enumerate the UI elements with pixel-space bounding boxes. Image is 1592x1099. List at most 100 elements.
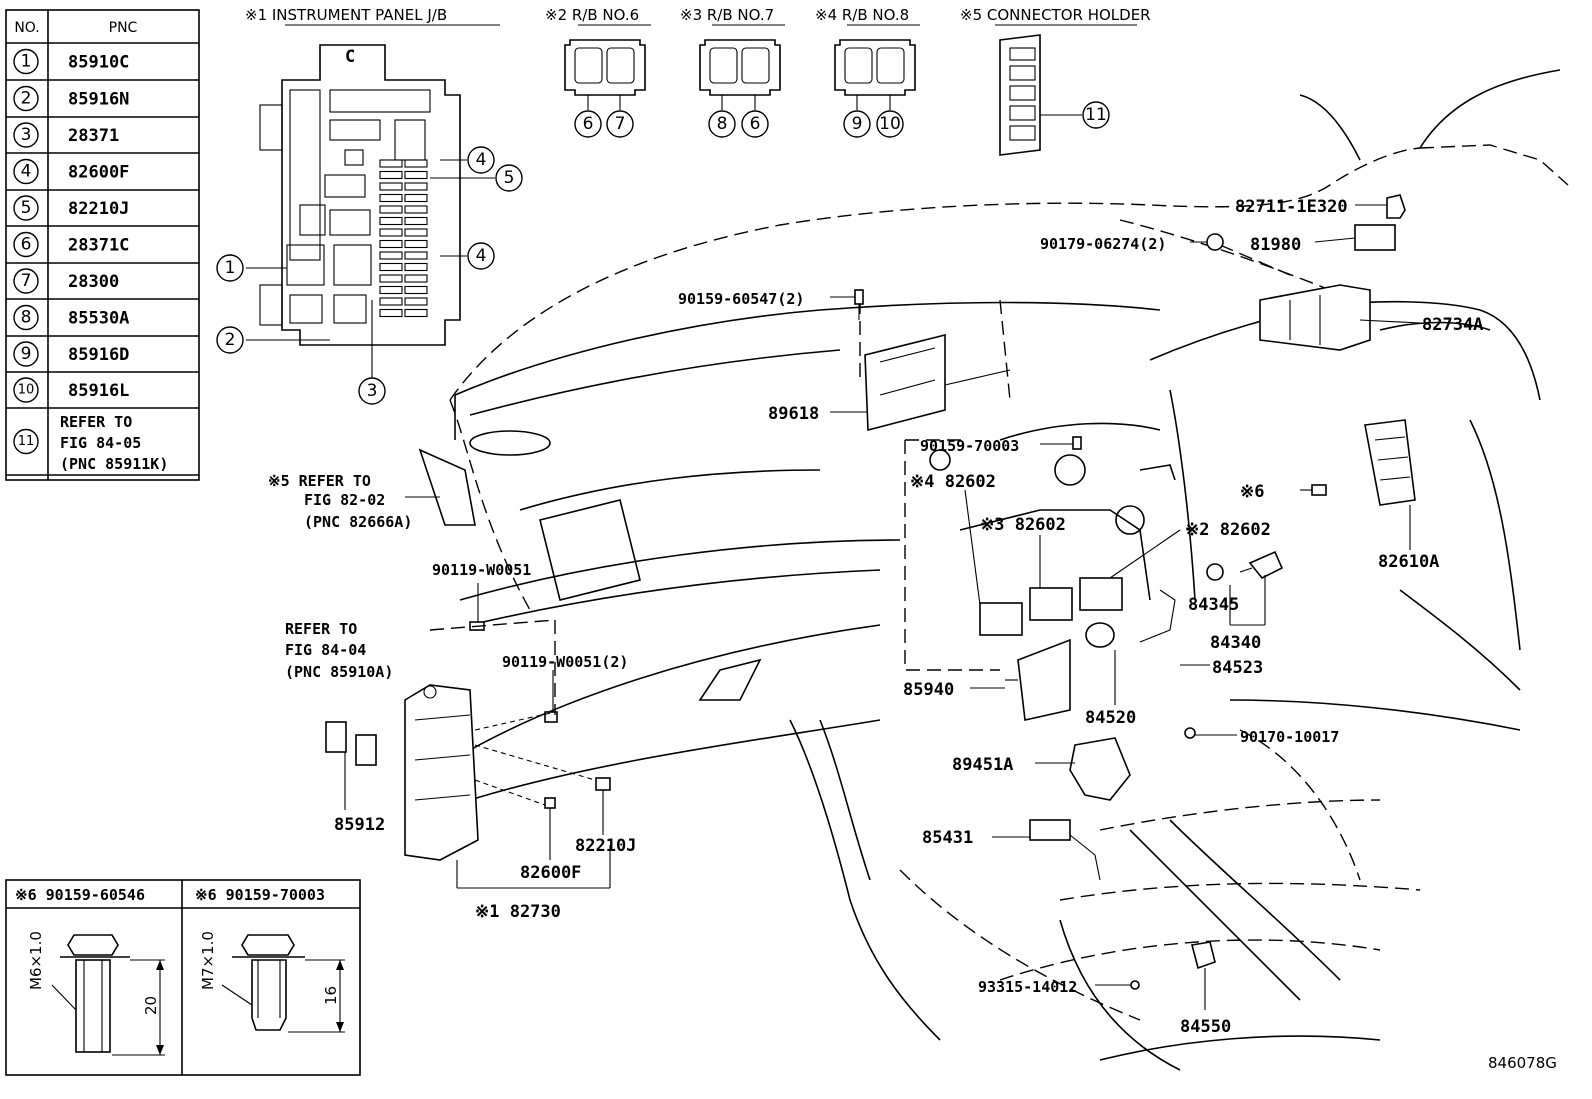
ref84-line3: (PNC 85910A) bbox=[285, 663, 393, 681]
pnc-row-number: 7 bbox=[21, 271, 32, 291]
instrument-panel-jb-drawing: C bbox=[259, 44, 461, 346]
label-90119-W0051: 90119-W0051 bbox=[432, 561, 531, 579]
pnc-row-code: 85910C bbox=[68, 53, 129, 73]
pnc-row-code: 28371 bbox=[68, 126, 119, 146]
label-90179-06274: 90179-06274(2) bbox=[1040, 235, 1166, 253]
label-85431: 85431 bbox=[922, 828, 973, 848]
pnc-row-code: 28371C bbox=[68, 236, 129, 256]
label-82602-rb7: ※3 82602 bbox=[980, 515, 1066, 535]
label-85912: 85912 bbox=[334, 815, 385, 835]
bolt1-thread: M6×1.0 bbox=[27, 931, 45, 990]
header-instrument-panel-jb: ※1 INSTRUMENT PANEL J/B bbox=[245, 6, 447, 24]
label-90119-W0051-2: 90119-W0051(2) bbox=[502, 653, 628, 671]
pnc-row-number: 1 bbox=[21, 52, 32, 72]
label-93315-14012: 93315-14012 bbox=[978, 978, 1077, 996]
callout-2: 2 bbox=[225, 330, 236, 350]
header-rb-no6: ※2 R/B NO.6 bbox=[545, 6, 639, 24]
ref5-line2: FIG 82-02 bbox=[304, 491, 385, 509]
pnc-row-number: 6 bbox=[21, 235, 32, 255]
label-90170-10017: 90170-10017 bbox=[1240, 728, 1339, 746]
pnc-row-number-circle bbox=[13, 341, 39, 367]
callout-3: 3 bbox=[367, 381, 378, 401]
label-82610A: 82610A bbox=[1378, 552, 1439, 572]
table-header-pnc: PNC bbox=[109, 20, 138, 36]
bolt2-thread: M7×1.0 bbox=[199, 931, 217, 990]
pnc-row-number-circle bbox=[13, 377, 39, 403]
rb-no7-drawing bbox=[699, 39, 781, 110]
label-84523: 84523 bbox=[1212, 658, 1263, 678]
pnc-row-number-circle bbox=[13, 85, 39, 112]
bolt1-length: 20 bbox=[142, 996, 160, 1015]
jb-letter: C bbox=[345, 47, 355, 67]
label-leaders bbox=[344, 204, 1421, 1010]
ref5-line1: ※5 REFER TO bbox=[268, 472, 371, 490]
dashboard-outline bbox=[449, 69, 1569, 1071]
pnc-row-number-circle bbox=[13, 122, 39, 148]
figure-id: 846078G bbox=[1488, 1054, 1557, 1072]
pnc-row-code: (PNC 85911K) bbox=[60, 455, 168, 473]
ref84-line2: FIG 84-04 bbox=[285, 641, 366, 659]
label-89618: 89618 bbox=[768, 404, 819, 424]
pnc-row-code: 85916N bbox=[68, 90, 129, 110]
pnc-row-number: 9 bbox=[21, 344, 32, 364]
label-90159-70003: 90159-70003 bbox=[920, 437, 1019, 455]
label-81980: 81980 bbox=[1250, 235, 1301, 255]
pnc-row-code: 85916L bbox=[68, 381, 129, 401]
callout-rb7-8: 8 bbox=[717, 114, 728, 134]
pnc-row-number: 8 bbox=[21, 308, 32, 328]
label-82600F: 82600F bbox=[520, 863, 581, 883]
callout-rb7-6: 6 bbox=[750, 114, 761, 134]
bolt1-title: ※6 90159-60546 bbox=[15, 886, 145, 904]
pnc-row-number: 2 bbox=[21, 89, 32, 109]
callout-4a: 4 bbox=[476, 150, 487, 170]
callout-1: 1 bbox=[225, 258, 236, 278]
callout-5: 5 bbox=[504, 168, 515, 188]
label-82602-rb8: ※4 82602 bbox=[910, 472, 996, 492]
pnc-row-code: 85916D bbox=[68, 345, 129, 365]
callout-11: 11 bbox=[1085, 105, 1107, 125]
bolt-spec-table: ※6 90159-60546 ※6 90159-70003 M6×1.0 20 … bbox=[5, 879, 361, 1076]
rb-no6-drawing bbox=[564, 39, 646, 110]
callout-4b: 4 bbox=[476, 246, 487, 266]
label-82602-rb6: ※2 82602 bbox=[1185, 520, 1271, 540]
label-82734A: 82734A bbox=[1422, 315, 1483, 335]
label-90159-60547: 90159-60547(2) bbox=[678, 290, 804, 308]
pnc-row-number: 10 bbox=[18, 383, 35, 398]
pnc-row-number-circle bbox=[13, 48, 39, 75]
table-header-no: NO. bbox=[14, 20, 39, 36]
bolt2-length: 16 bbox=[322, 986, 340, 1005]
label-82210J: 82210J bbox=[575, 836, 636, 856]
pnc-row-number-circle bbox=[13, 231, 39, 258]
pnc-row-code: REFER TO bbox=[60, 413, 132, 431]
pnc-row-code: 82210J bbox=[68, 199, 129, 219]
callout-rb8-9: 9 bbox=[852, 114, 863, 134]
callout-rb6-7: 7 bbox=[615, 114, 626, 134]
pnc-row-number-circle bbox=[13, 158, 39, 185]
pnc-row-number: 3 bbox=[21, 125, 32, 145]
pnc-row-code: 82600F bbox=[68, 163, 129, 183]
label-89451A: 89451A bbox=[952, 755, 1013, 775]
label-84520: 84520 bbox=[1085, 708, 1136, 728]
pnc-row-number-circle bbox=[13, 195, 39, 221]
label-84340: 84340 bbox=[1210, 633, 1261, 653]
label-85940: 85940 bbox=[903, 680, 954, 700]
connector-holder-drawing bbox=[999, 34, 1082, 156]
pnc-row-code: 85530A bbox=[68, 309, 129, 329]
pnc-row-number: 5 bbox=[21, 198, 32, 218]
header-connector-holder: ※5 CONNECTOR HOLDER bbox=[960, 6, 1151, 24]
part-labels: 82711-1E320 90179-06274(2) 81980 82734A … bbox=[268, 197, 1557, 1072]
bolt2-title: ※6 90159-70003 bbox=[195, 886, 325, 904]
pnc-row-number: 11 bbox=[18, 434, 35, 449]
header-rb-no7: ※3 R/B NO.7 bbox=[680, 6, 774, 24]
ref84-line1: REFER TO bbox=[285, 620, 357, 638]
pnc-row-code: FIG 84-05 bbox=[60, 434, 141, 452]
label-82730: ※1 82730 bbox=[475, 902, 561, 922]
callout-rb6-6: 6 bbox=[583, 114, 594, 134]
label-82711-1E320: 82711-1E320 bbox=[1235, 197, 1348, 217]
jb-leaders bbox=[246, 159, 495, 378]
label-84550: 84550 bbox=[1180, 1017, 1231, 1037]
label-84345: 84345 bbox=[1188, 595, 1239, 615]
